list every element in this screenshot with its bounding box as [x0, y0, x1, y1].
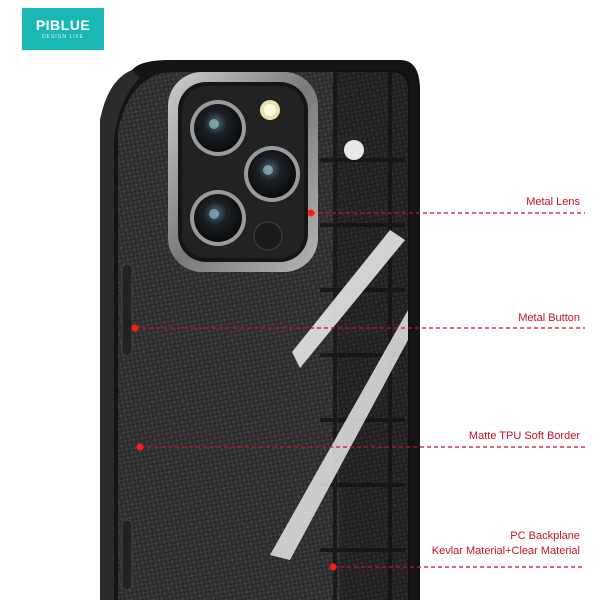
callout-pc-backplane: PC Backplane — [510, 530, 580, 542]
callout-tpu-border: Matte TPU Soft Border — [468, 430, 580, 442]
camera-module — [168, 72, 318, 272]
reflection-2 — [270, 310, 408, 560]
brand-name: PIBLUE — [35, 17, 91, 33]
reflection-1 — [292, 230, 405, 368]
brand-logo: PIBLUE DESIGN LIFE — [22, 8, 104, 50]
callout-metal-lens: Metal Lens — [526, 196, 580, 208]
callout-metal-button: Metal Button — [518, 312, 580, 324]
callout-dots — [131, 209, 337, 571]
side-button-lower — [121, 519, 133, 591]
side-button-upper — [121, 263, 133, 357]
grid-lines — [320, 70, 405, 600]
flash-cutout — [344, 140, 364, 160]
callout-kevlar-material: Kevlar Material+Clear Material — [431, 545, 580, 557]
brand-tagline: DESIGN LIFE — [41, 34, 85, 40]
callout-lines — [135, 212, 585, 568]
